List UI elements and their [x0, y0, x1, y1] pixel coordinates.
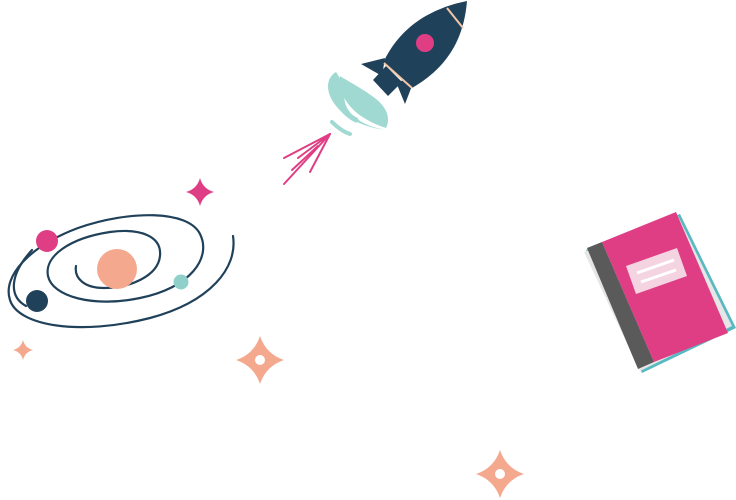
sparkle-icon: [236, 336, 284, 384]
rocket-icon: [328, 1, 467, 136]
exhaust-lines-icon: [283, 133, 331, 185]
galaxy-orbit-icon: [7, 214, 235, 329]
sparkle-icon: [476, 450, 524, 498]
rocket-window: [416, 34, 434, 52]
planet-navy: [26, 290, 48, 312]
sparkle-icon: [186, 178, 214, 206]
notebook-label: [626, 248, 687, 294]
planet-teal: [173, 274, 189, 290]
exhaust-rings: [328, 72, 389, 136]
sparkle-icon: [13, 340, 33, 360]
galaxy-sun: [97, 249, 137, 289]
rocket-body: [361, 1, 467, 104]
planet-pink: [36, 230, 58, 252]
notebook-icon: [584, 212, 736, 373]
